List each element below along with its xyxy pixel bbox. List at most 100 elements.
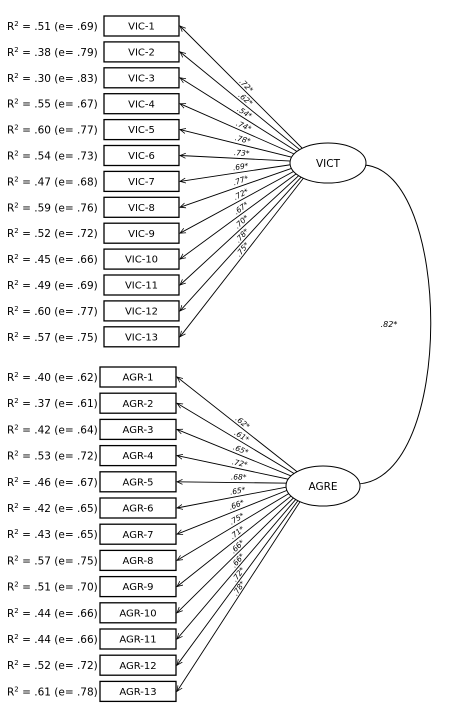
vict-indicator-box: [103, 15, 180, 37]
vict-loading-arrow: [180, 170, 310, 337]
vict-loading-label: .78*: [234, 133, 252, 146]
agre-r2-label: R2 = .52 (e= .72): [7, 659, 98, 672]
agre-r2-label: R2 = .42 (e= .64): [7, 423, 98, 436]
vict-indicator-label: VIC-6: [128, 151, 155, 162]
indicator-boxes: VIC-1VIC-2VIC-3VIC-4VIC-5VIC-6VIC-7VIC-8…: [99, 15, 180, 703]
agre-indicator-label: AGR-5: [123, 477, 154, 488]
vict-indicator-label: VIC-7: [128, 177, 155, 188]
agre-indicator-box: [99, 392, 177, 414]
vict-indicator-label: VIC-1: [128, 22, 155, 33]
agre-indicator-label: AGR-8: [123, 556, 154, 567]
agre-loading-label: .68*: [231, 472, 247, 481]
agre-r2-label: R2 = .44 (e= .66): [7, 607, 98, 620]
agre-r2-label: R2 = .44 (e= .66): [7, 633, 98, 646]
factor-correlation-label: .82*: [381, 320, 398, 329]
loading-labels: .72*.62*.54*.74*.78*.73*.69*.77*.72*.67*…: [228, 77, 256, 597]
vict-factor-label: VICT: [316, 158, 341, 170]
vict-loading-arrow: [180, 165, 305, 234]
agre-loading-arrow: [177, 429, 303, 482]
vict-r2-label: R2 = .52 (e= .72): [7, 227, 98, 240]
agre-indicator-label: AGR-2: [123, 399, 154, 410]
vict-r2-label: R2 = .38 (e= .79): [7, 46, 98, 59]
vict-r2-label: R2 = .30 (e= .83): [7, 72, 98, 85]
agre-r2-label: R2 = .53 (e= .72): [7, 450, 98, 463]
vict-r2-label: R2 = .60 (e= .77): [7, 124, 98, 137]
vict-loading-arrow: [180, 26, 310, 156]
vict-indicator-box: [103, 222, 180, 244]
vict-loading-label: .69*: [232, 161, 249, 172]
factor-correlation-curve: [357, 164, 432, 485]
vict-loading-arrow: [180, 156, 304, 163]
agre-indicator-label: AGR-7: [123, 530, 154, 541]
agre-r2-label: R2 = .46 (e= .67): [7, 476, 98, 489]
vict-indicator-box: [103, 196, 180, 218]
vict-r2-label: R2 = .51 (e= .69): [7, 20, 98, 33]
agre-loading-arrow: [177, 491, 304, 639]
vict-indicator-box: [103, 144, 180, 167]
agre-indicator-box: [99, 418, 177, 441]
vict-r2-label: R2 = .55 (e= .67): [7, 98, 98, 111]
vict-indicator-label: VIC-8: [128, 203, 155, 214]
agre-loading-arrow: [177, 489, 302, 613]
agre-indicator-box: [99, 575, 177, 598]
vict-indicator-label: VIC-12: [125, 307, 158, 318]
agre-indicator-box: [99, 471, 177, 493]
vict-loading-label: .74*: [235, 119, 253, 134]
vict-indicator-label: VIC-4: [128, 99, 155, 110]
vict-r2-label: R2 = .54 (e= .73): [7, 150, 98, 163]
agre-loading-label: .78*: [231, 579, 247, 597]
vict-r2-label: R2 = .45 (e= .66): [7, 253, 98, 266]
agre-r2-label: R2 = .43 (e= .65): [7, 528, 98, 541]
vict-loading-label: .73*: [234, 148, 250, 158]
vict-indicator-box: [103, 274, 180, 296]
agre-r2-label: R2 = .42 (e= .65): [7, 502, 98, 515]
agre-indicator-box: [99, 680, 177, 703]
agre-loading-label: .65*: [232, 443, 250, 457]
agre-indicator-label: AGR-13: [119, 687, 156, 698]
vict-loading-arrow: [180, 169, 309, 311]
vict-r2-label: R2 = .57 (e= .75): [7, 331, 98, 344]
vict-indicator-box: [103, 326, 180, 348]
agre-loading-label: .66*: [228, 498, 246, 512]
agre-loading-arrow: [177, 403, 305, 480]
agre-loading-arrow: [177, 377, 306, 479]
agre-indicator-box: [99, 654, 177, 676]
agre-loading-arrow: [177, 493, 306, 691]
agre-loading-arrow: [177, 484, 300, 508]
agre-indicator-label: AGR-10: [119, 608, 156, 619]
agre-indicator-label: AGR-9: [123, 582, 154, 593]
agre-loading-arrow: [177, 456, 302, 483]
agre-indicator-box: [99, 549, 177, 572]
vict-r2-label: R2 = .60 (e= .77): [7, 305, 98, 318]
vict-indicator-label: VIC-10: [125, 255, 158, 266]
agre-indicator-box: [99, 366, 177, 388]
vict-loading-arrow: [180, 166, 306, 259]
vict-r2-label: R2 = .49 (e= .69): [7, 279, 98, 292]
vict-factor-ellipse: [289, 142, 367, 184]
agre-r2-label: R2 = .37 (e= .61): [7, 397, 98, 410]
vict-indicator-box: [103, 248, 180, 270]
agre-indicator-label: AGR-3: [123, 425, 154, 436]
agre-loading-arrow: [177, 485, 299, 534]
agre-r2-label: R2 = .57 (e= .75): [7, 554, 98, 567]
agre-loading-arrow: [177, 488, 301, 587]
agre-loading-arrow: [177, 482, 301, 484]
vict-indicator-label: VIC-13: [125, 332, 158, 343]
vict-indicator-box: [103, 67, 180, 89]
vict-indicator-box: [103, 170, 180, 193]
agre-indicator-label: AGR-12: [119, 661, 156, 672]
agre-indicator-label: AGR-6: [123, 504, 154, 515]
vict-loading-arrow: [180, 162, 303, 181]
agre-loading-label: .65*: [229, 485, 246, 497]
agre-indicator-box: [99, 523, 177, 545]
vict-indicator-label: VIC-5: [128, 125, 155, 136]
agre-indicator-box: [99, 628, 177, 650]
agre-r2-label: R2 = .51 (e= .70): [7, 581, 98, 594]
vict-loading-arrow: [180, 168, 307, 285]
agre-indicator-box: [99, 497, 177, 519]
agre-factor-ellipse: [285, 465, 361, 507]
vict-indicator-label: VIC-2: [128, 48, 155, 59]
loading-arrows: [177, 26, 310, 691]
